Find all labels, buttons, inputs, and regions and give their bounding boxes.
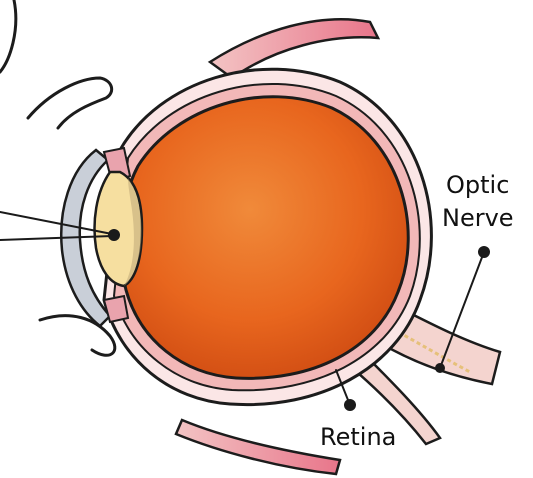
upper-eyelid — [0, 0, 16, 72]
optic-nerve-label-line2: Nerve — [442, 204, 514, 232]
lid-fold-upper — [28, 78, 112, 128]
retina-label: Retina — [320, 423, 396, 451]
lens-pointer-dot — [108, 229, 120, 241]
inferior-muscle — [176, 420, 340, 474]
vitreous-body — [121, 97, 409, 379]
optic-nerve-label-line1: Optic — [446, 171, 509, 199]
retina-pointer-dot — [344, 399, 356, 411]
optic-nerve-pointer-dot-bottom — [435, 363, 445, 373]
